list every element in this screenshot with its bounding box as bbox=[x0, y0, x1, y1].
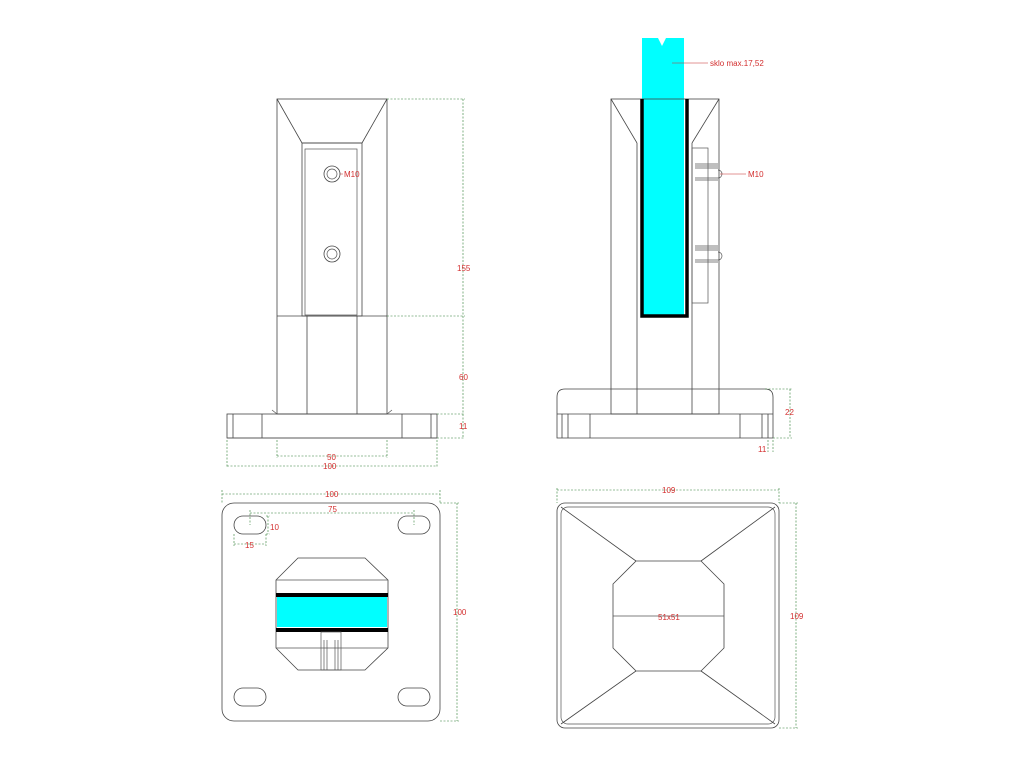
dim-109-height: 109 bbox=[790, 612, 804, 621]
glass-pane bbox=[642, 38, 684, 316]
slot-bottom-left bbox=[233, 687, 267, 707]
dim-100-top: 100 bbox=[325, 490, 339, 499]
dim-11-side: 11 bbox=[758, 445, 767, 454]
dim-51x51: 51x51 bbox=[658, 613, 680, 622]
plan-cover: 51x51 109 109 bbox=[556, 486, 804, 729]
dim-50: 50 bbox=[327, 453, 336, 462]
dim-slot-15: 15 bbox=[245, 541, 254, 550]
dim-75: 75 bbox=[328, 505, 337, 514]
front-base-plate bbox=[226, 413, 438, 439]
slot-top-left bbox=[233, 515, 267, 535]
plan-glass bbox=[277, 597, 387, 627]
plate-outline bbox=[221, 502, 441, 722]
front-m10-label: M10 bbox=[344, 170, 360, 179]
post-octagon bbox=[275, 557, 389, 671]
dim-22: 22 bbox=[785, 408, 794, 417]
side-base-cover bbox=[556, 388, 774, 439]
side-view: sklo max.17,52 M10 bbox=[556, 38, 794, 454]
dim-11-front: 11 bbox=[459, 422, 468, 431]
dim-109-width: 109 bbox=[662, 486, 676, 495]
glass-max-label: sklo max.17,52 bbox=[710, 59, 764, 68]
front-bolt-top bbox=[323, 165, 341, 183]
dim-155: 155 bbox=[457, 264, 471, 273]
front-bolt-bottom bbox=[323, 245, 341, 263]
front-view: M10 155 60 11 50 100 bbox=[226, 98, 471, 471]
dim-100-plan: 100 bbox=[453, 608, 467, 617]
side-m10-label: M10 bbox=[748, 170, 764, 179]
glass-gasket bbox=[640, 99, 689, 318]
slot-bottom-right bbox=[397, 687, 431, 707]
slot-top-right bbox=[397, 515, 431, 535]
dim-100-front: 100 bbox=[323, 462, 337, 471]
front-body-outline bbox=[276, 98, 388, 415]
side-clamp bbox=[691, 147, 709, 304]
dim-slot-10: 10 bbox=[270, 523, 279, 532]
plan-base-plate: 100 75 10 15 100 bbox=[221, 490, 467, 722]
dim-60: 60 bbox=[459, 373, 468, 382]
cover-outline bbox=[556, 502, 780, 729]
